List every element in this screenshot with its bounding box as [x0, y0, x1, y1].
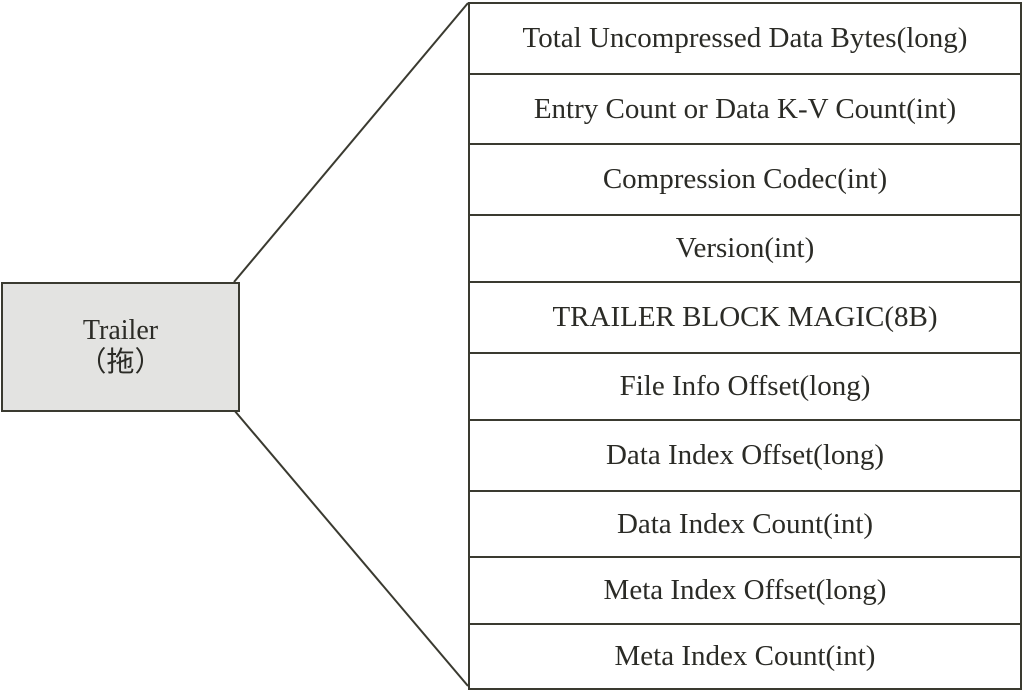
trailer-fields-table: Total Uncompressed Data Bytes(long) Entr…: [468, 2, 1022, 690]
field-label: Data Index Offset(long): [605, 439, 885, 471]
field-row: Total Uncompressed Data Bytes(long): [470, 4, 1020, 75]
field-label: Total Uncompressed Data Bytes(long): [522, 22, 968, 54]
field-row: TRAILER BLOCK MAGIC(8B): [470, 283, 1020, 354]
field-label: TRAILER BLOCK MAGIC(8B): [552, 301, 938, 333]
field-label: Version(int): [675, 232, 815, 264]
trailer-title: Trailer: [82, 315, 159, 346]
field-label: Meta Index Offset(long): [603, 574, 887, 606]
field-row: File Info Offset(long): [470, 354, 1020, 421]
connector-line-top: [233, 2, 469, 283]
field-row: Compression Codec(int): [470, 145, 1020, 216]
field-row: Data Index Offset(long): [470, 421, 1020, 492]
field-label: Entry Count or Data K-V Count(int): [533, 92, 957, 125]
field-label: Compression Codec(int): [602, 163, 888, 195]
field-row: Data Index Count(int): [470, 492, 1020, 558]
trailer-subtitle: （拖）: [78, 347, 163, 378]
field-row: Meta Index Offset(long): [470, 558, 1020, 625]
field-row: Meta Index Count(int): [470, 625, 1020, 688]
field-label: File Info Offset(long): [619, 370, 871, 402]
field-label: Meta Index Count(int): [614, 640, 876, 672]
field-label: Data Index Count(int): [616, 507, 874, 540]
trailer-box: Trailer （拖）: [1, 282, 240, 412]
field-row: Entry Count or Data K-V Count(int): [470, 75, 1020, 145]
field-row: Version(int): [470, 216, 1020, 283]
connector-line-bottom: [233, 409, 469, 687]
